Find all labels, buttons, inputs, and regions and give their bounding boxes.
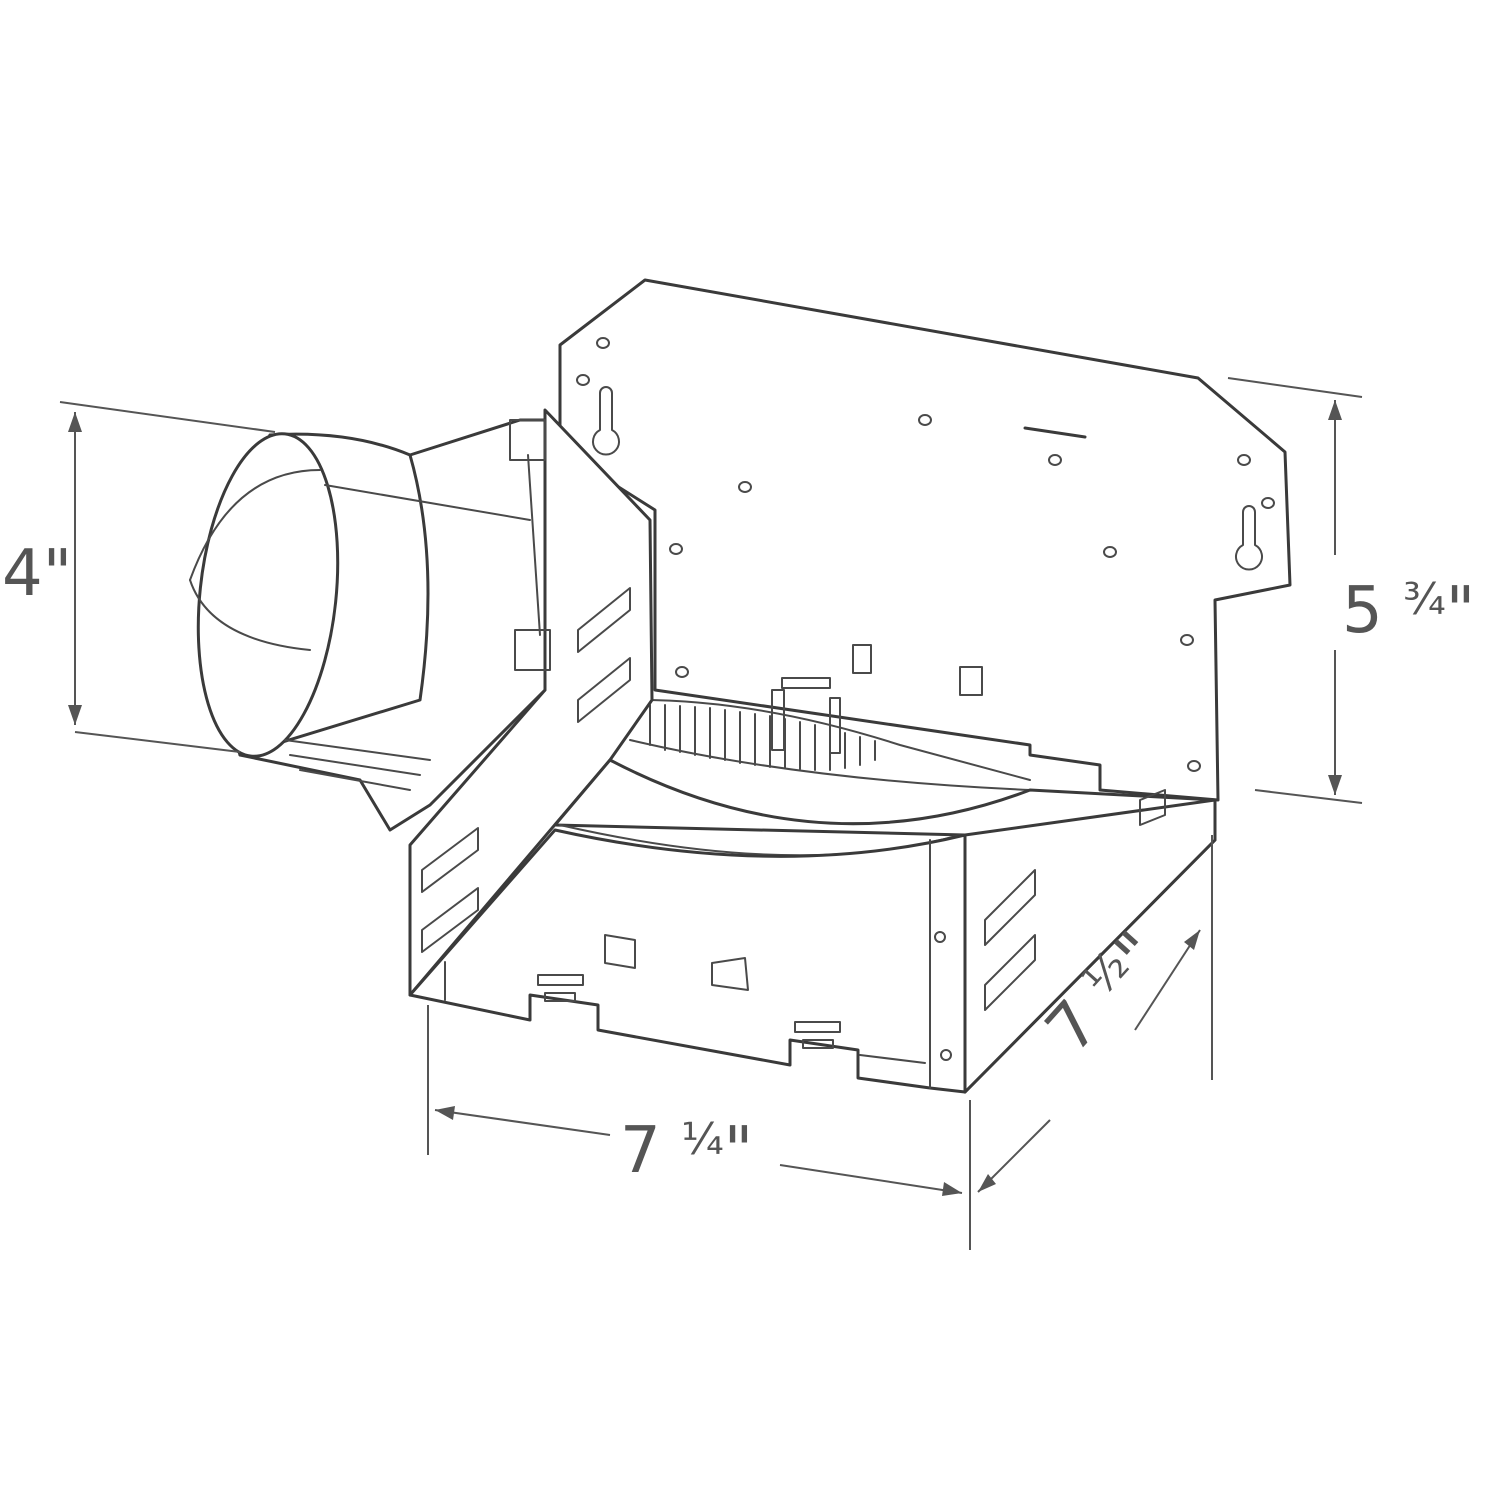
keyhole-slot-right-icon (1235, 505, 1263, 571)
dimension-fraction: ¾ (1403, 574, 1446, 625)
housing-height-label: 5 ¾" (1342, 578, 1475, 644)
duct-collar (189, 418, 551, 832)
front-panel (408, 828, 967, 1094)
housing-width-label: 7 ¼" (620, 1118, 753, 1184)
mounting-plate (558, 278, 1292, 802)
dimension-unit: " (1445, 574, 1476, 648)
keyhole-slot-left-icon (592, 386, 620, 456)
dimension-whole: 4 (2, 537, 43, 611)
right-side-panel (963, 789, 1217, 1094)
dimension-unit: " (42, 537, 73, 611)
dimension-fraction: ¼ (681, 1114, 724, 1165)
dimension-whole: 7 (620, 1114, 661, 1188)
blower-wheel (629, 677, 1031, 791)
dimension-unit: " (723, 1114, 754, 1188)
duct-diameter-label: 4" (2, 542, 72, 606)
dimension-whole: 5 (1342, 574, 1383, 648)
dimension-lines (59, 377, 1363, 1250)
left-side-panel (408, 408, 654, 997)
